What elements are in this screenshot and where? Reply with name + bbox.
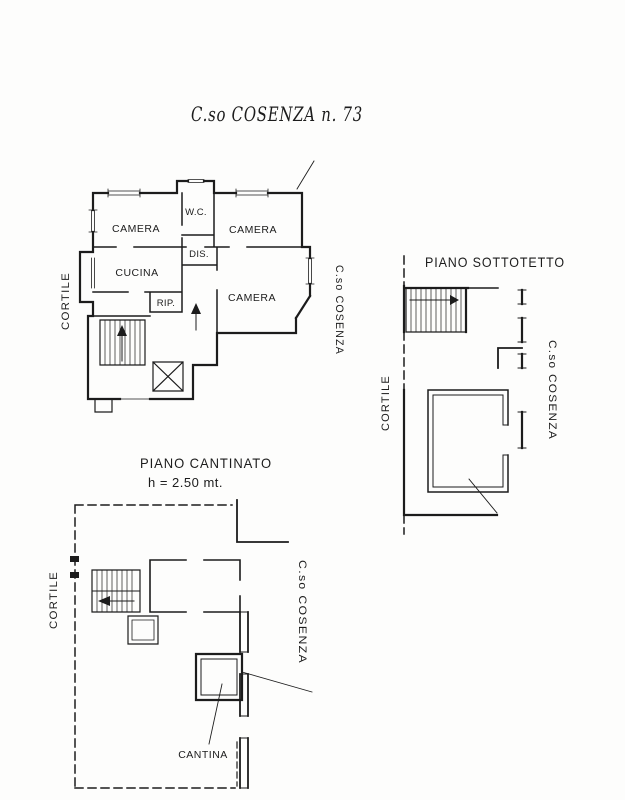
sottotetto-label-cortile: CORTILE bbox=[380, 375, 392, 431]
document-title: C.so COSENZA n. 73 bbox=[191, 102, 363, 126]
room-label-dis: DIS. bbox=[189, 249, 209, 260]
sottotetto-outer-walls bbox=[402, 284, 499, 517]
cantina-leader-right bbox=[241, 671, 313, 693]
sottotetto-leader-line bbox=[468, 478, 498, 514]
sottotetto-stairs-arrow bbox=[450, 295, 459, 305]
cantinato-label-cortile: CORTILE bbox=[48, 571, 60, 629]
cantinato-upper-walls bbox=[236, 499, 289, 543]
cantinato-wall-ticks bbox=[239, 611, 249, 789]
main-entry-step bbox=[94, 398, 113, 413]
main-leader-line bbox=[296, 160, 315, 190]
cantinato-street-wall bbox=[239, 611, 249, 789]
main-corridor-arrow bbox=[191, 303, 201, 331]
cortile-door-mark-1 bbox=[70, 556, 79, 562]
room-label-camera-bottom: CAMERA bbox=[228, 292, 276, 304]
main-label-cortile: CORTILE bbox=[60, 272, 72, 330]
cantina-cell-outer bbox=[194, 652, 244, 702]
cantina-label: CANTINA bbox=[178, 749, 228, 761]
main-windows bbox=[88, 179, 315, 400]
cantinato-title: PIANO CANTINATO bbox=[140, 455, 272, 471]
room-label-camera-top-right: CAMERA bbox=[229, 224, 277, 236]
cantinato-plan: PIANO CANTINATO h = 2.50 mt. CORTILE C.s… bbox=[48, 455, 313, 789]
sottotetto-step-wall bbox=[497, 347, 523, 369]
main-floor-plan: CAMERA W.C. CAMERA DIS. CUCINA RIP. CAME… bbox=[60, 160, 345, 413]
cantinato-corridor-walls bbox=[149, 559, 241, 613]
room-label-cucina: CUCINA bbox=[115, 267, 158, 279]
sottotetto-room-outer bbox=[427, 389, 509, 493]
sottotetto-title: PIANO SOTTOTETTO bbox=[425, 254, 565, 270]
sottotetto-stairs bbox=[405, 287, 467, 333]
sottotetto-room-inner bbox=[432, 394, 504, 488]
cantinato-stairs-arrow bbox=[98, 596, 110, 606]
main-interior-walls bbox=[87, 192, 303, 334]
cantina-cell-inner bbox=[200, 658, 238, 696]
main-label-street: C.so COSENZA bbox=[333, 265, 345, 355]
main-stairs-arrow bbox=[117, 325, 127, 336]
room-label-camera-top-left: CAMERA bbox=[112, 223, 160, 235]
cortile-door-mark-2 bbox=[70, 572, 79, 578]
room-label-wc: W.C. bbox=[185, 207, 207, 218]
cantinato-shaft bbox=[127, 615, 159, 645]
cantinato-label-street: C.so COSENZA bbox=[296, 560, 308, 664]
sottotetto-wall-ticks bbox=[517, 289, 527, 449]
sottotetto-label-street: C.so COSENZA bbox=[546, 340, 558, 440]
cantinato-dashed-boundary bbox=[74, 504, 236, 789]
main-stairs bbox=[99, 319, 146, 366]
cantinato-height-note: h = 2.50 mt. bbox=[148, 475, 223, 490]
cantinato-shaft-inner bbox=[131, 619, 155, 641]
main-elevator-shaft bbox=[152, 361, 184, 392]
room-label-rip: RIP. bbox=[157, 298, 175, 309]
cantinato-stairs bbox=[91, 569, 141, 613]
cantina-leader-label bbox=[208, 683, 223, 745]
sottotetto-plan: PIANO SOTTOTETTO CORTILE C.so COSENZA bbox=[380, 254, 565, 535]
sottotetto-opening-ticks bbox=[502, 424, 509, 456]
